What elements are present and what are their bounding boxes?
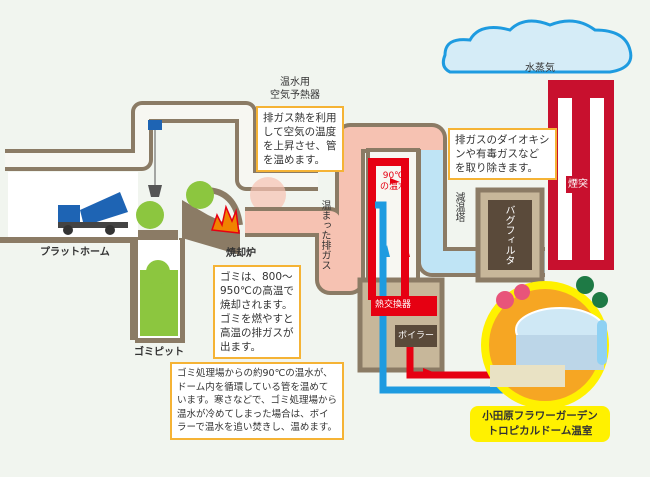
chimney [548,80,614,270]
label-heat-exchanger: 熱交換器 [375,300,412,310]
callout-hot-water: ゴミ処理場からの約90℃の温水が、 ドーム内を循環している管を温めて います。寒… [170,362,344,440]
label-bag-filter: バグフィルタ [503,205,514,265]
label-steam: 水蒸気 [525,63,555,74]
label-incinerator: 焼却炉 [226,248,256,259]
crane-icon [148,120,162,197]
callout-bag-filter: 排ガスのダイオキシ ンや有毒ガスなど を取り除きます。 [448,128,557,180]
hot-water-pipe [368,158,409,300]
callout-preheater: 排ガス熱を利用 して空気の温度 を上昇させ、管 を温めます。 [256,106,344,172]
label-cooling-tower: 減温塔 [453,192,464,222]
label-dome: 小田原フラワーガーデン トロピカルドーム温室 [470,406,610,442]
flame-icon [210,204,240,234]
label-hot-water: 90℃ の温水 [380,171,408,192]
callout-incinerator: ゴミは、800～ 950℃の高温で 焼却されます。 ゴミを燃やすと 高温の排ガス… [213,265,301,359]
garbage-truck-icon [58,192,128,235]
label-chimney: 煙突 [566,176,590,193]
steam-cloud [441,19,633,74]
label-platform: プラットホーム [40,247,110,258]
label-preheater: 温水用 空気予熱器 [270,77,320,101]
label-garbage-pit: ゴミピット [134,347,184,358]
label-boiler: ボイラー [398,331,435,341]
label-warm-gas: 温まった排ガス [319,200,330,270]
